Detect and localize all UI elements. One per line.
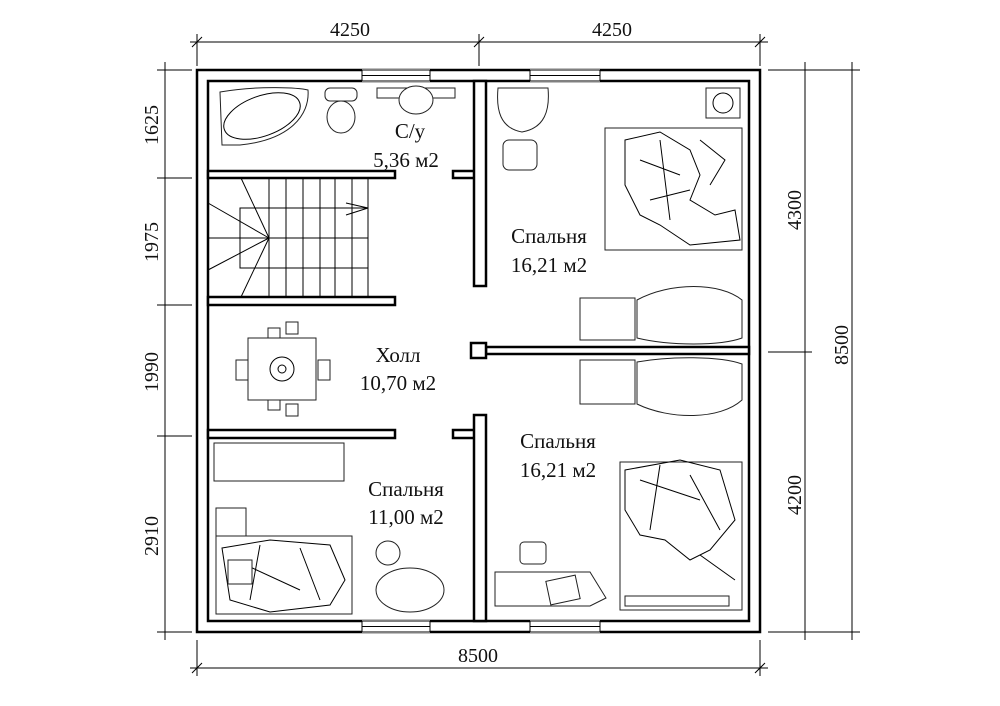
room-name-bedroom-1: Спальня (511, 224, 587, 248)
dim-top-left: 4250 (330, 19, 370, 41)
room-area-bedroom-2: 16,21 м2 (520, 458, 596, 482)
room-name-bedroom-2: Спальня (520, 429, 596, 453)
room-area-hall: 10,70 м2 (360, 371, 436, 395)
room-area-bedroom-1: 16,21 м2 (511, 253, 587, 277)
dim-left-2: 1975 (141, 222, 163, 262)
room-area-bedroom-3: 11,00 м2 (368, 505, 444, 529)
staircase (207, 177, 369, 298)
dimension-lines (157, 34, 860, 676)
dim-top-right: 4250 (592, 19, 632, 41)
bedroom-2-furniture (494, 357, 743, 611)
dim-left-3: 1990 (141, 352, 163, 392)
dimension-labels: 4250 4250 8500 1625 1975 1990 2910 4300 … (141, 19, 853, 667)
walls (195, 68, 762, 634)
dim-left-1: 1625 (141, 105, 163, 145)
room-name-bedroom-3: Спальня (368, 477, 444, 501)
dim-right-1: 4300 (784, 190, 806, 230)
bedroom-3-furniture (213, 442, 445, 615)
dim-left-4: 2910 (141, 516, 163, 556)
room-name-hall: Холл (375, 343, 420, 367)
bedroom-1-furniture (497, 87, 743, 345)
dim-bottom: 8500 (458, 645, 498, 667)
dim-right-total: 8500 (831, 325, 853, 365)
room-labels: С/у 5,36 м2 Спальня 16,21 м2 Холл 10,70 … (360, 119, 596, 529)
room-area-bathroom: 5,36 м2 (373, 148, 439, 172)
bathroom-fixtures (219, 85, 456, 146)
room-name-bathroom: С/у (395, 119, 426, 143)
hall-table (235, 321, 331, 417)
dim-right-2: 4200 (784, 475, 806, 515)
